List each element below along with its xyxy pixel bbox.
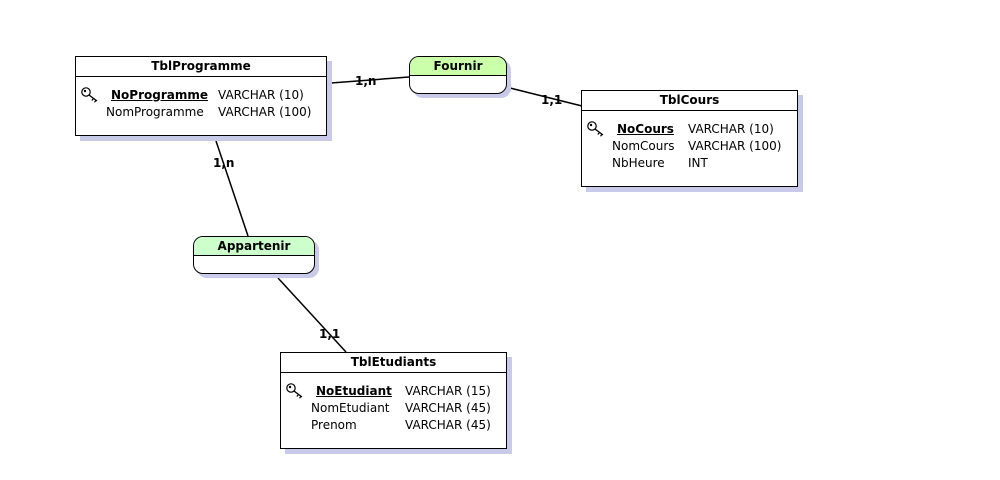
link-appartenir-etudiants — [277, 277, 347, 353]
link-fournir-cours — [509, 87, 583, 107]
association-fournir[interactable]: Fournir — [409, 56, 507, 94]
primary-key-field: NoEtudiant — [316, 384, 392, 398]
link-programme-fournir — [330, 76, 410, 84]
field-name: NbHeure — [612, 156, 665, 170]
field-name: Prenom — [311, 418, 357, 432]
field-type: VARCHAR (15) — [405, 384, 491, 398]
association-title: Appartenir — [194, 237, 314, 256]
field-name: NomProgramme — [106, 105, 204, 119]
primary-key-field: NoCours — [617, 122, 674, 136]
field-row: NoCours VARCHAR (10) — [582, 121, 797, 138]
field-type: VARCHAR (100) — [218, 105, 312, 119]
field-type: VARCHAR (45) — [405, 418, 491, 432]
field-row: NoProgramme VARCHAR (10) — [76, 87, 326, 104]
entity-title: TblProgramme — [76, 57, 326, 77]
field-row: NomProgramme VARCHAR (100) — [76, 104, 326, 121]
entity-tblprogramme[interactable]: TblProgramme NoProgramme VARCHAR (10) No… — [75, 56, 327, 136]
field-type: VARCHAR (10) — [218, 88, 304, 102]
field-type: VARCHAR (45) — [405, 401, 491, 415]
cardinality-programme-appartenir: 1,n — [213, 156, 235, 170]
field-name: NomEtudiant — [311, 401, 390, 415]
association-appartenir[interactable]: Appartenir — [193, 236, 315, 274]
primary-key-field: NoProgramme — [111, 88, 208, 102]
cardinality-fournir-cours: 1,1 — [541, 93, 563, 107]
entity-title: TblEtudiants — [281, 353, 506, 373]
field-row: NomCours VARCHAR (100) — [582, 138, 797, 155]
key-icon — [81, 87, 98, 103]
key-icon — [587, 121, 604, 137]
field-name: NomCours — [612, 139, 675, 153]
cardinality-programme-fournir: 1,n — [355, 74, 377, 88]
field-row: NomEtudiant VARCHAR (45) — [281, 400, 506, 417]
field-type: VARCHAR (100) — [688, 139, 782, 153]
field-row: NbHeure INT — [582, 155, 797, 172]
entity-tblcours[interactable]: TblCours NoCours VARCHAR (10) NomCours V… — [581, 90, 798, 187]
association-title: Fournir — [410, 57, 506, 76]
field-type: INT — [688, 156, 708, 170]
field-row: Prenom VARCHAR (45) — [281, 417, 506, 434]
entity-tbletudiants[interactable]: TblEtudiants NoEtudiant VARCHAR (15) Nom… — [280, 352, 507, 449]
field-row: NoEtudiant VARCHAR (15) — [281, 383, 506, 400]
entity-title: TblCours — [582, 91, 797, 111]
link-programme-appartenir — [215, 140, 249, 237]
cardinality-appartenir-etudiants: 1,1 — [319, 327, 341, 341]
field-type: VARCHAR (10) — [688, 122, 774, 136]
key-icon — [286, 383, 303, 399]
